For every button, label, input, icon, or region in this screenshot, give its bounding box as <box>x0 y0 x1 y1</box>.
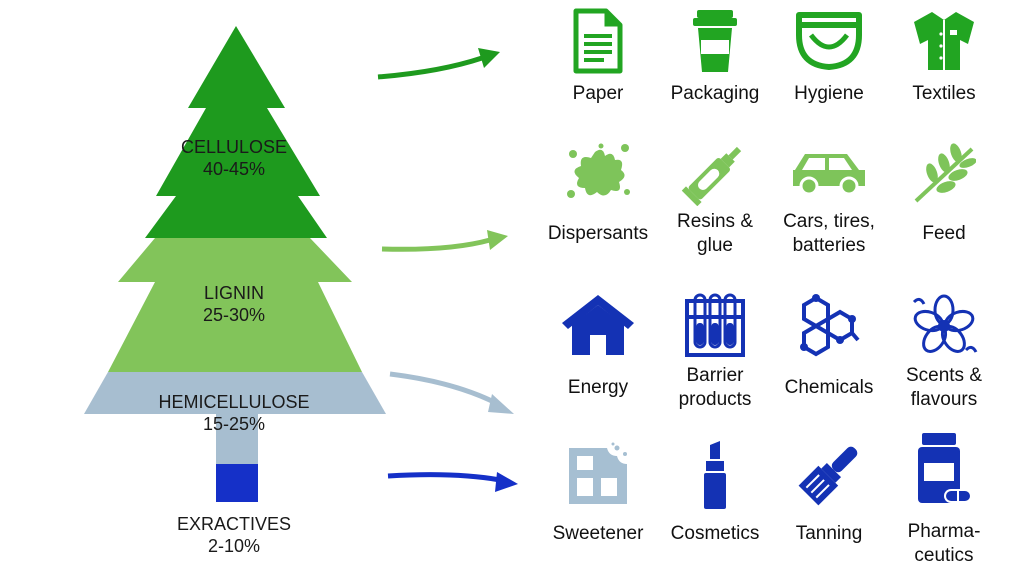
lignin-label: LIGNIN 25-30% <box>124 282 344 326</box>
arrow-hemicellulose <box>389 371 514 414</box>
hemicellulose-label: HEMICELLULOSE 15-25% <box>124 391 344 435</box>
label-line: Textiles <box>912 83 976 104</box>
product-cars: Cars, tires, batteries <box>764 138 894 258</box>
product-hygiene: Hygiene <box>764 6 894 126</box>
product-cosmetics: Cosmetics <box>650 440 780 560</box>
product-paper: Paper <box>533 6 663 126</box>
lignin-segment <box>108 238 362 372</box>
document-icon <box>533 6 663 76</box>
product-scents: Scents & flavours <box>879 290 1009 410</box>
extractives-share: 2-10% <box>207 536 261 556</box>
product-resins-glue: Resins & glue <box>650 138 780 258</box>
product-label: Tanning <box>764 522 894 546</box>
test-tubes-icon <box>650 290 780 360</box>
product-label: Barrier products <box>650 364 780 412</box>
pill-bottle-icon <box>879 433 1009 504</box>
product-label: Scents & flavours <box>879 364 1009 412</box>
cup-icon <box>650 6 780 76</box>
product-label: Resins & glue <box>650 210 780 258</box>
product-label: Paper <box>533 82 663 106</box>
product-chemicals: Chemicals <box>764 290 894 410</box>
label-line: Cars, tires, <box>783 211 875 232</box>
label-line: flavours <box>910 389 978 410</box>
cellulose-segment <box>145 26 327 238</box>
label-line: products <box>678 389 752 410</box>
extractives-segment <box>216 464 258 502</box>
product-label: Dispersants <box>533 222 663 246</box>
product-label: Chemicals <box>764 376 894 400</box>
label-line: Pharma- <box>907 521 981 542</box>
lignin-name: LIGNIN <box>203 283 264 303</box>
label-line: Feed <box>922 223 966 244</box>
glue-tube-icon <box>650 138 780 208</box>
molecule-icon <box>764 290 894 360</box>
cellulose-share: 40-45% <box>202 159 266 179</box>
shirt-icon <box>879 6 1009 76</box>
splash-icon <box>533 138 663 208</box>
tree-trunk <box>216 414 258 464</box>
label-line: batteries <box>792 235 866 256</box>
flower-icon <box>879 290 1009 360</box>
cellulose-label: CELLULOSE 40-45% <box>124 136 344 180</box>
car-icon <box>764 138 894 208</box>
label-line: glue <box>697 235 733 256</box>
arrow-cellulose <box>377 48 500 80</box>
arrow-extractives <box>387 472 518 492</box>
product-label: Cars, tires, batteries <box>764 210 894 258</box>
hemicellulose-share: 15-25% <box>202 414 266 434</box>
product-label: Hygiene <box>764 82 894 106</box>
label-line: Dispersants <box>547 223 649 244</box>
label-line: ceutics <box>914 545 974 566</box>
sugar-cube-icon <box>533 440 663 510</box>
house-icon <box>533 290 663 360</box>
product-label: Cosmetics <box>650 522 780 546</box>
brush-icon <box>764 440 894 510</box>
product-label: Feed <box>879 222 1009 246</box>
label-line: Resins & <box>676 211 754 232</box>
product-label: Packaging <box>650 82 780 106</box>
extractives-label: EXRACTIVES 2-10% <box>124 513 344 557</box>
label-line: Hygiene <box>794 83 864 104</box>
hemicellulose-name: HEMICELLULOSE <box>158 392 310 412</box>
product-textiles: Textiles <box>879 6 1009 126</box>
cellulose-name: CELLULOSE <box>180 137 288 157</box>
label-line: Energy <box>567 377 629 398</box>
product-feed: Feed <box>879 138 1009 258</box>
product-packaging: Packaging <box>650 6 780 126</box>
product-label: Pharma- ceutics <box>879 520 1009 568</box>
product-label: Textiles <box>879 82 1009 106</box>
label-line: Sweetener <box>552 523 644 544</box>
lignin-share: 25-30% <box>202 305 266 325</box>
diaper-icon <box>764 6 894 76</box>
product-pharmaceutics: Pharma- ceutics <box>879 433 1009 566</box>
product-sweetener: Sweetener <box>533 440 663 560</box>
label-line: Tanning <box>795 523 863 544</box>
hemicellulose-segment <box>84 372 386 414</box>
label-line: Paper <box>572 83 624 104</box>
label-line: Chemicals <box>784 377 874 398</box>
leaf-icon <box>879 138 1009 208</box>
label-line: Packaging <box>670 83 760 104</box>
label-line: Scents & <box>905 365 983 386</box>
product-dispersants: Dispersants <box>533 138 663 258</box>
label-line: Cosmetics <box>670 523 760 544</box>
arrow-lignin <box>381 230 508 252</box>
product-energy: Energy <box>533 290 663 410</box>
product-label: Energy <box>533 376 663 400</box>
lipstick-icon <box>650 440 780 510</box>
product-tanning: Tanning <box>764 440 894 560</box>
extractives-name: EXRACTIVES <box>176 514 292 534</box>
product-barrier: Barrier products <box>650 290 780 410</box>
label-line: Barrier <box>686 365 744 386</box>
product-label: Sweetener <box>533 522 663 546</box>
